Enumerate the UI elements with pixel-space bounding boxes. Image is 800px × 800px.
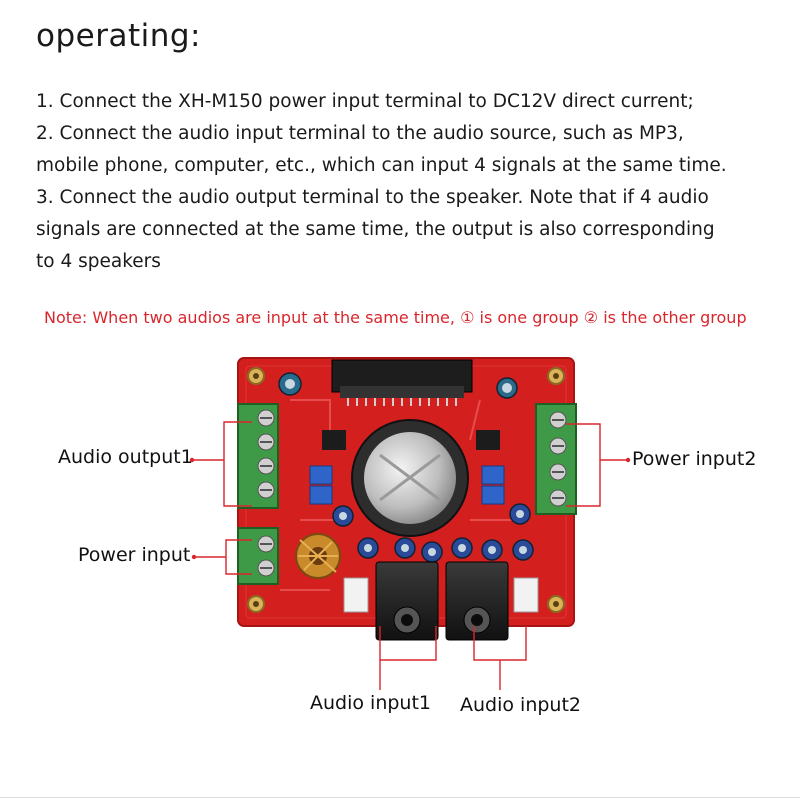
audio-input1-label: Audio input1 bbox=[310, 692, 432, 714]
power-input-label: Power input bbox=[78, 544, 191, 566]
step-line: to 4 speakers bbox=[36, 251, 161, 272]
inductor-coil bbox=[295, 533, 341, 579]
small-capacitors bbox=[278, 372, 534, 563]
main-capacitor bbox=[351, 419, 469, 537]
trimmer-potentiometers bbox=[309, 465, 505, 505]
step-line: 3. Connect the audio output terminal to … bbox=[36, 187, 709, 208]
audio-output1-terminal bbox=[237, 403, 279, 509]
step-line: mobile phone, computer, etc., which can … bbox=[36, 155, 727, 176]
power-input-terminal bbox=[237, 527, 279, 585]
power-input2-terminal bbox=[535, 403, 577, 515]
opamp-chips bbox=[322, 430, 500, 450]
instruction-steps: 1. Connect the XH-M150 power input termi… bbox=[36, 86, 776, 278]
callout-dots bbox=[189, 457, 631, 560]
step-line: 1. Connect the XH-M150 power input termi… bbox=[36, 91, 694, 112]
audio-input2-jack bbox=[445, 561, 509, 641]
power-input2-label: Power input2 bbox=[632, 448, 757, 470]
amplifier-ic bbox=[331, 359, 473, 406]
bottom-divider bbox=[0, 797, 800, 798]
audio-output1-label: Audio output1 bbox=[58, 446, 193, 468]
audio-input1-jack bbox=[375, 561, 439, 641]
jst-connectors bbox=[343, 577, 539, 613]
group-note: Note: When two audios are input at the s… bbox=[44, 308, 747, 327]
step-line: signals are connected at the same time, … bbox=[36, 219, 715, 240]
mounting-holes bbox=[247, 367, 565, 613]
step-line: 2. Connect the audio input terminal to t… bbox=[36, 123, 684, 144]
audio-input2-label: Audio input2 bbox=[460, 694, 582, 716]
callout-lines bbox=[192, 421, 628, 690]
page-heading: operating: bbox=[36, 18, 201, 54]
